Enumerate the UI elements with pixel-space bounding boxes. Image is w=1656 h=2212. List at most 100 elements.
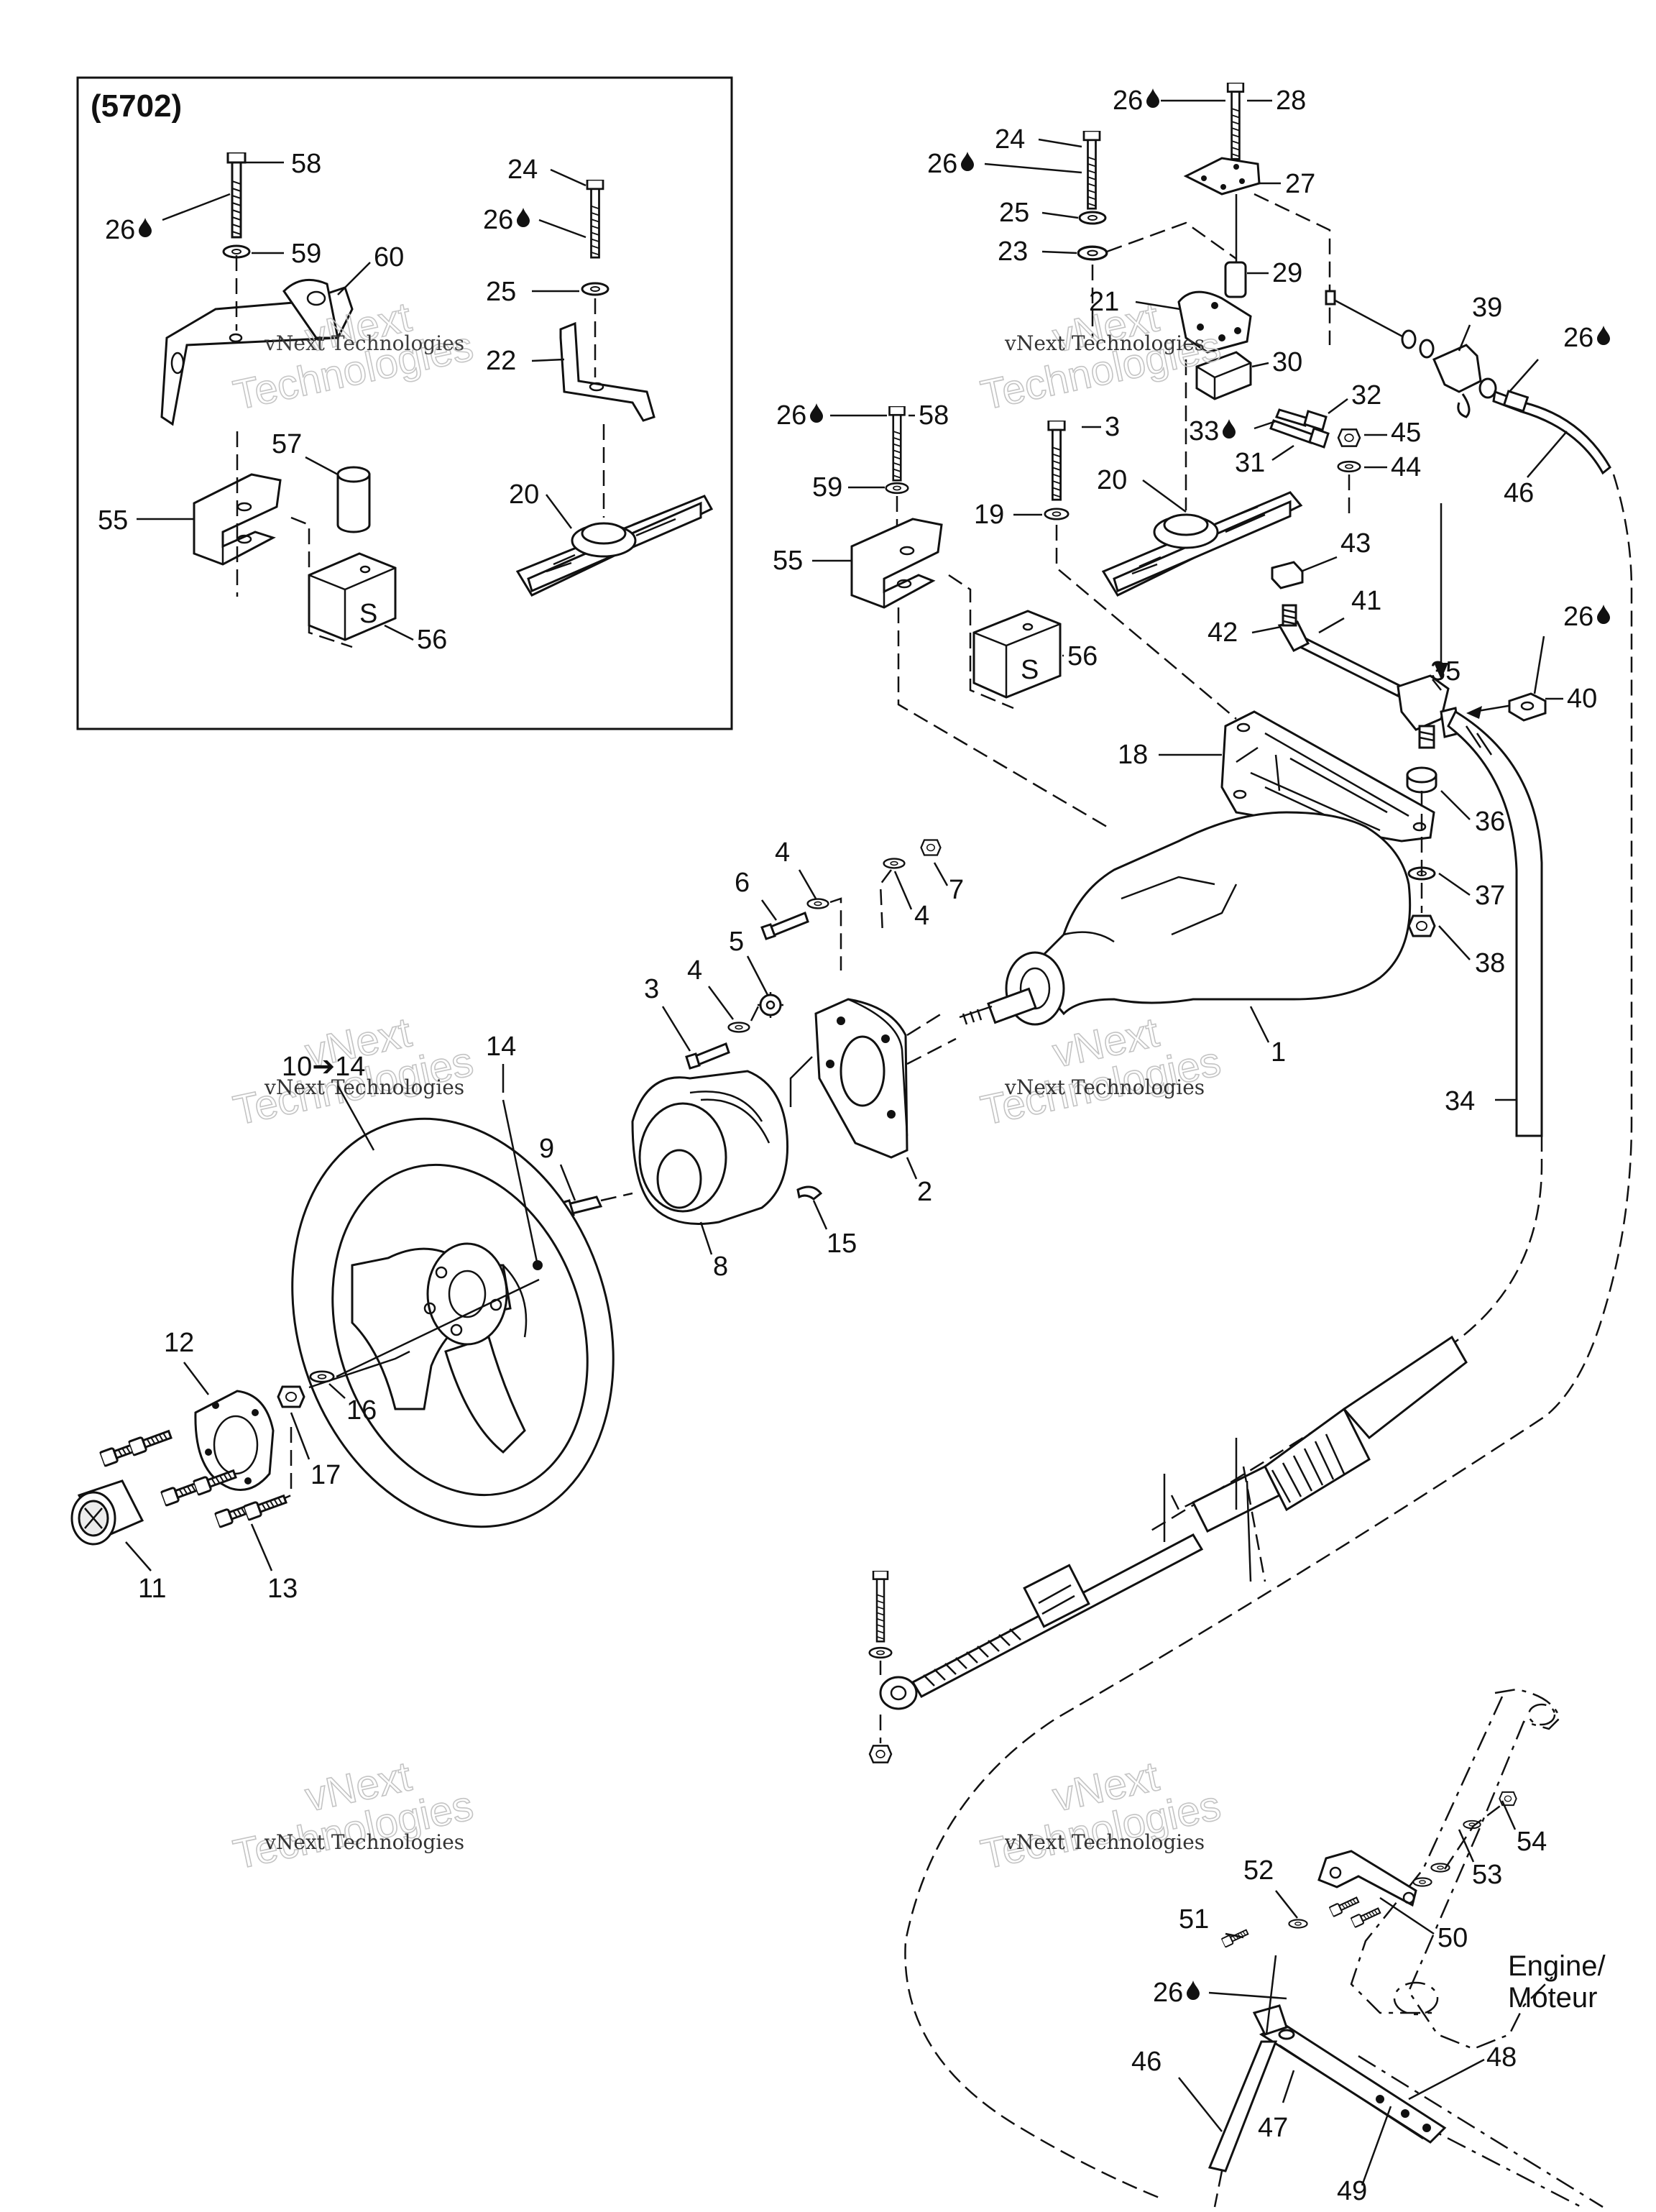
cable-34 (1447, 710, 1543, 1137)
main-callout-18: 18 (1118, 740, 1148, 770)
main-leader-line (1271, 444, 1294, 462)
main-leader-line (1249, 1006, 1270, 1043)
main-leader-line (1318, 617, 1345, 634)
main-callout-23: 23 (998, 237, 1028, 267)
main-callout-34: 34 (1445, 1086, 1475, 1116)
washer-23 (1077, 245, 1108, 261)
main-callout-26: 26 (927, 149, 957, 179)
main-leader-line (746, 955, 769, 996)
main-leader-line (1458, 324, 1471, 352)
main-callout-3: 3 (644, 974, 659, 1004)
clip-55 (850, 518, 943, 609)
main-leader-line (559, 1164, 576, 1201)
bolt-24 (1082, 131, 1101, 210)
main-callout-47: 47 (1258, 2113, 1288, 2143)
oil-drop-icon (1223, 419, 1236, 439)
main-callout-39: 39 (1472, 293, 1502, 323)
main-callout-58: 58 (919, 400, 949, 431)
washer-52 (1288, 1919, 1308, 1929)
main-leader-line (1142, 479, 1187, 513)
main-leader-line (1408, 2058, 1485, 2101)
nut-45 (1337, 428, 1361, 447)
main-callout-41: 41 (1351, 586, 1381, 616)
main-leader-line (1275, 1890, 1298, 1919)
main-callout-26: 26 (776, 400, 806, 431)
main-leader-line (1509, 359, 1539, 393)
main-leader-line (1328, 398, 1348, 415)
svg-text:vNext Technologies: vNext Technologies (1004, 1830, 1205, 1854)
main-callout-25: 25 (999, 198, 1029, 228)
main-leader-line (125, 1541, 152, 1571)
screw-50-a (1328, 1894, 1361, 1918)
main-leader-line (707, 986, 735, 1020)
inset-leader-line (337, 262, 371, 295)
svg-text:vNext Technologies: vNext Technologies (264, 1075, 464, 1099)
main-callout-7: 7 (949, 875, 964, 905)
washer-4-a (806, 898, 829, 909)
inset-callout-26: 26 (483, 205, 513, 235)
main-leader-line (760, 899, 778, 921)
block-30 (1195, 351, 1252, 400)
main-callout-26: 26 (1563, 323, 1593, 353)
main-leader-line (1038, 138, 1082, 148)
main-leader-line (798, 869, 817, 899)
inset-leader-line (550, 168, 586, 187)
watermark-6: vNext Technologies vNext Technologies (976, 1753, 1225, 1879)
main-callout-17: 17 (310, 1460, 341, 1490)
main-callout-1: 1 (1271, 1037, 1286, 1068)
main-callout-33: 33 (1189, 416, 1219, 446)
svg-text:S: S (1021, 655, 1039, 685)
inset-callout-60: 60 (374, 242, 404, 272)
nut-54 (1499, 1791, 1517, 1807)
main-callout-11: 11 (138, 1574, 166, 1604)
inset-leader-line (545, 494, 573, 529)
main-leader-line (1379, 1896, 1435, 1935)
main-callout-4: 4 (687, 955, 702, 986)
inset-callout-22: 22 (486, 346, 516, 376)
inset-callout-25: 25 (486, 277, 516, 307)
key-15 (796, 1185, 823, 1201)
clip-50 (1317, 1850, 1417, 1907)
main-leader-line (336, 1085, 375, 1151)
main-callout-13: 13 (267, 1574, 298, 1604)
main-callout-36: 36 (1475, 807, 1505, 837)
main-callout-30: 30 (1272, 347, 1302, 377)
main-callout-40: 40 (1567, 684, 1597, 714)
oil-drop-icon (961, 152, 974, 171)
washer-19 (1044, 508, 1070, 520)
main-callout-45: 45 (1391, 418, 1421, 448)
main-callout-55: 55 (773, 546, 803, 576)
oil-drop-icon (1597, 605, 1610, 624)
main-callout-29: 29 (1272, 258, 1302, 288)
oil-drop-icon (1597, 326, 1610, 345)
helm-1 (1026, 811, 1412, 1016)
main-leader-line (1440, 790, 1471, 820)
main-callout-46: 46 (1504, 478, 1534, 508)
bracket-22-inset (559, 321, 656, 422)
main-callout-10-14: 10➔14 (282, 1052, 365, 1082)
main-callout-56: 56 (1067, 641, 1098, 671)
main-callout-4: 4 (775, 837, 790, 868)
main-leader-line (1254, 420, 1276, 430)
watermark-5: vNext Technologies vNext Technologies (229, 1753, 477, 1879)
bolt-58 (888, 406, 906, 482)
main-callout-3: 3 (1105, 412, 1120, 442)
main-callout-52: 52 (1243, 1855, 1274, 1886)
washer-59 (885, 482, 909, 495)
main-callout-59: 59 (812, 472, 842, 502)
main-leader-line (1438, 925, 1471, 960)
svg-text:vNext Technologies: vNext Technologies (1004, 1075, 1205, 1099)
block-56-inset (308, 552, 397, 641)
svg-text:S: S (359, 599, 377, 629)
main-callout-5: 5 (729, 927, 744, 957)
washer-4-b (883, 858, 906, 869)
inset-callout-58: 58 (291, 149, 321, 179)
svg-text:vNext Technologies: vNext Technologies (264, 331, 464, 355)
main-callout-48: 48 (1486, 2042, 1517, 2073)
nut-lower (868, 1745, 893, 1763)
inset-leader-line (531, 358, 565, 362)
main-leader-line (1438, 872, 1471, 896)
main-leader-line (183, 1362, 209, 1395)
main-leader-line (1041, 211, 1079, 219)
